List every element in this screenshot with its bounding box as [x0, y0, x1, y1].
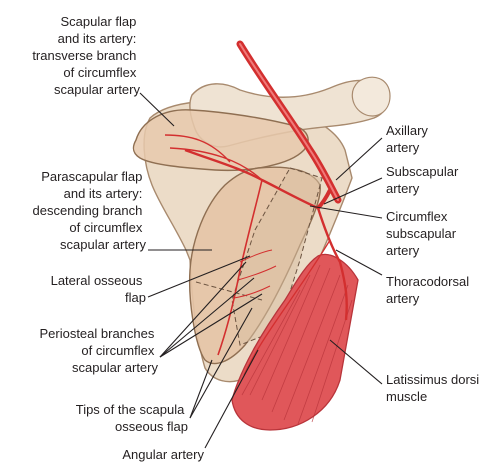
- label-lateral-osseous-flap: Lateral osseous flap: [51, 273, 146, 305]
- leader-tips-2: [189, 307, 253, 419]
- label-subscapular-artery: Subscapular artery: [386, 164, 462, 196]
- periosteal-branch-vessels: [233, 249, 277, 299]
- label-angular-artery: Angular artery: [122, 447, 204, 462]
- label-thoracodorsal-artery: Thoracodorsal artery: [386, 274, 473, 306]
- leader-periosteal-3: [159, 293, 263, 358]
- axillary-artery-highlight: [239, 43, 339, 201]
- leader-subscapular: [323, 177, 383, 205]
- labels: Scapular flap and its artery: transverse…: [32, 14, 483, 462]
- label-periosteal-branches: Periosteal branches of circumflex scapul…: [39, 326, 158, 375]
- leader-lines: [139, 92, 383, 449]
- anatomy-illustration: [132, 40, 391, 431]
- leader-lateral-osseous: [147, 255, 251, 298]
- transverse-branch-vessel: [164, 134, 263, 181]
- lateral-osseous-flap-outline: [231, 167, 323, 346]
- latissimus-dorsi-muscle: [231, 253, 359, 431]
- leader-circumflex-subscapular: [309, 205, 383, 219]
- leader-scapular-flap: [139, 92, 175, 127]
- label-parascapular-flap: Parascapular flap and its artery: descen…: [33, 169, 147, 252]
- leader-axillary: [335, 137, 383, 181]
- glenoid-head: [351, 76, 391, 117]
- leader-tips-1: [189, 359, 213, 419]
- leader-periosteal-2: [159, 277, 255, 358]
- label-tips-osseous-flap: Tips of the scapula osseous flap: [76, 402, 188, 434]
- label-scapular-flap: Scapular flap and its artery: transverse…: [32, 14, 140, 97]
- leader-periosteal-1: [159, 261, 247, 358]
- label-axillary-artery: Axillary artery: [386, 123, 432, 155]
- leader-latissimus: [329, 339, 383, 385]
- subscapular-artery-vessel: [316, 189, 332, 210]
- label-circumflex-subscapular-artery: Circumflex subscapular artery: [386, 209, 460, 258]
- thoracodorsal-artery-vessel: [316, 207, 348, 321]
- scapular-flap-outline: [132, 109, 309, 172]
- osseous-cut-line: [195, 281, 263, 301]
- leader-angular: [204, 349, 259, 449]
- label-latissimus-dorsi: Latissimus dorsi muscle: [386, 372, 483, 404]
- leader-thoracodorsal: [335, 249, 383, 276]
- angular-artery-vessel: [243, 239, 331, 376]
- muscle-fibers: [241, 264, 353, 425]
